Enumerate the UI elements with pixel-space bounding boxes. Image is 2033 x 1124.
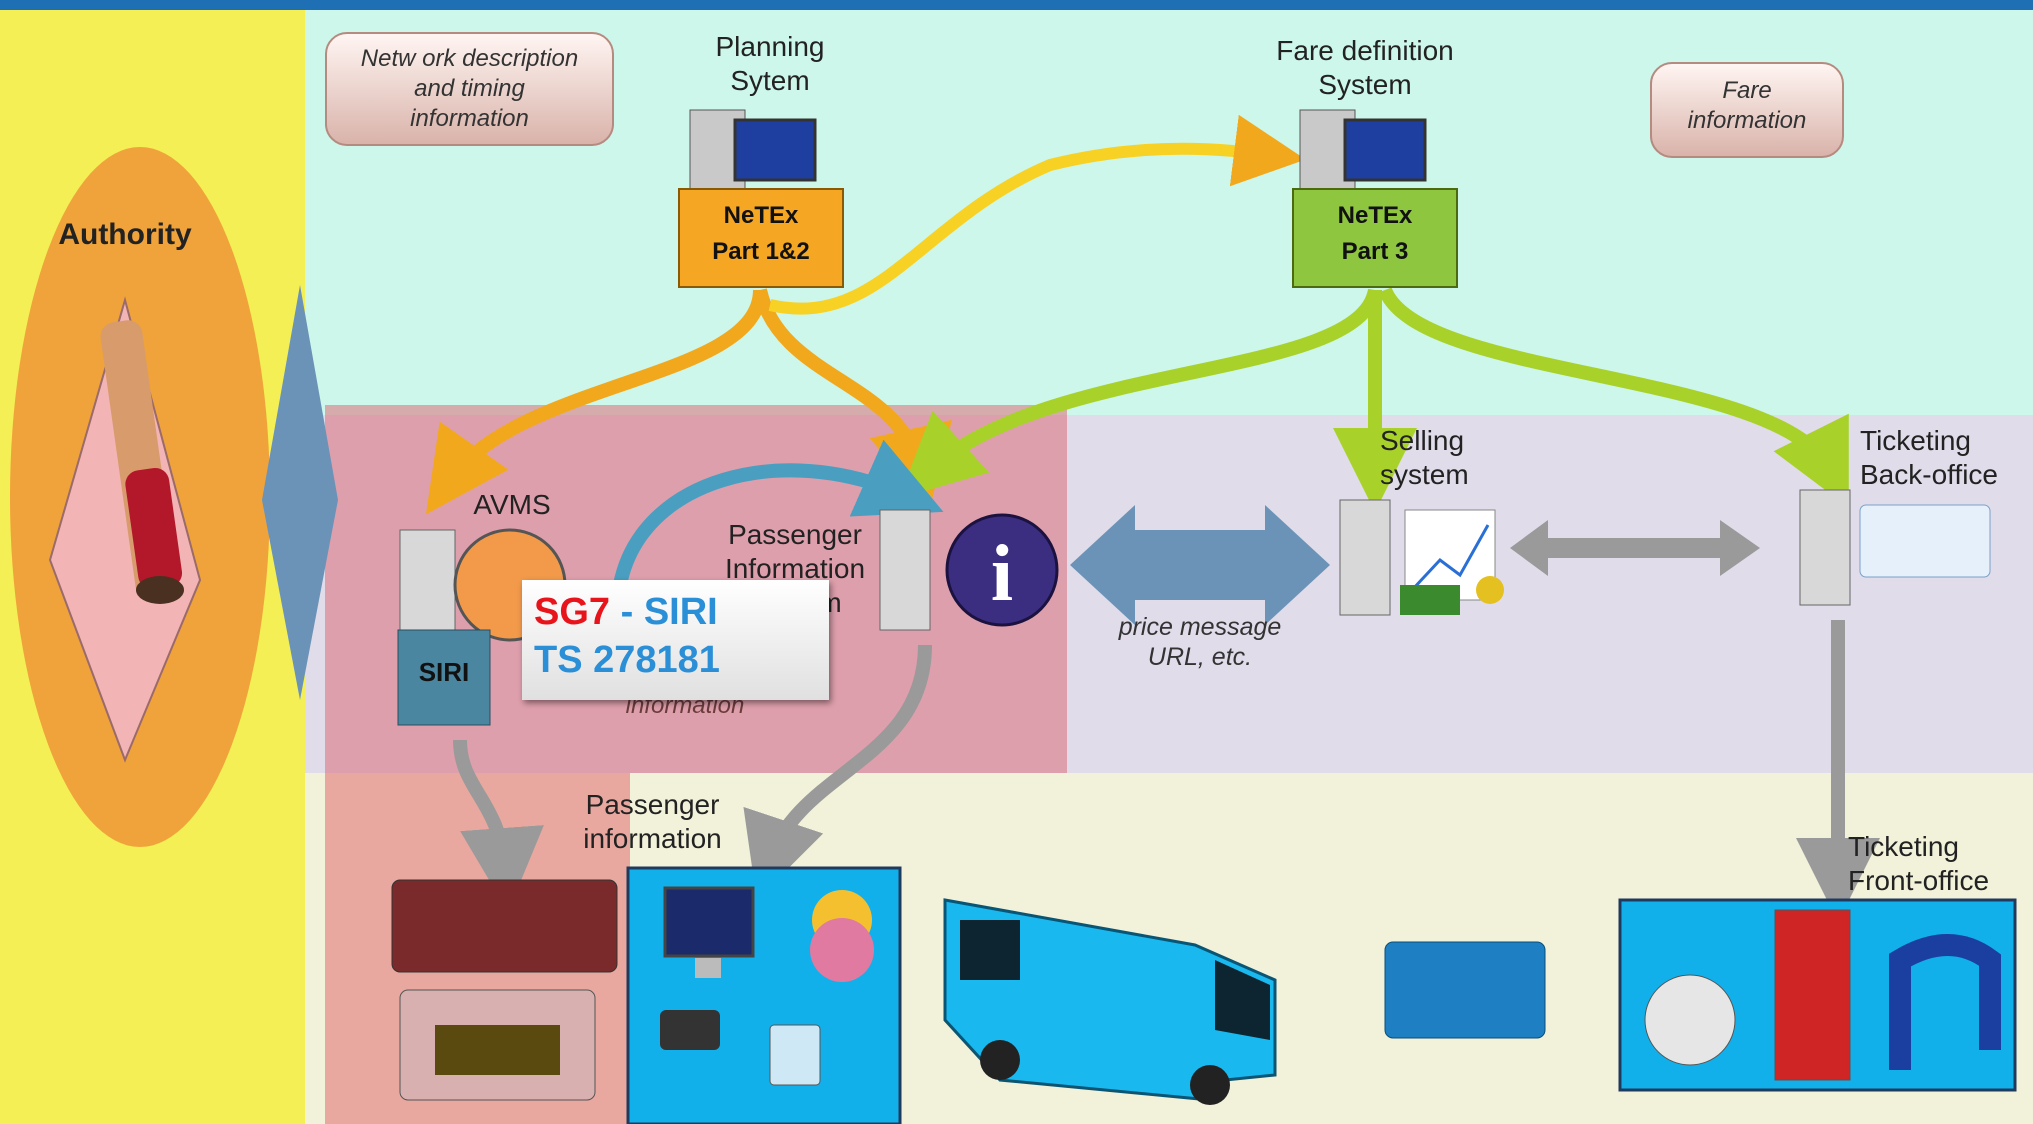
mobile-device-icon (660, 1010, 720, 1050)
ticketing-back-line2: Back-office (1860, 459, 1998, 490)
price-message-label: price message URL, etc. (1100, 612, 1300, 672)
ticketing-back-line1: Ticketing (1860, 425, 1972, 456)
authority-label: Authority (58, 218, 192, 251)
selling-line2: system (1380, 459, 1469, 490)
ticket-machine-icon (1774, 909, 1851, 1081)
planning-title-line2: Sytem (730, 65, 810, 96)
bus-icon (943, 898, 1277, 1105)
ticketing-server-icon (1799, 489, 1991, 606)
netex-part12-line2: Part 1&2 (712, 238, 810, 265)
netex-part12-box: NeTEx Part 1&2 (678, 188, 844, 288)
fare-title-line1: Fare definition (1276, 35, 1454, 66)
arrow-selling-ticketing (1510, 520, 1760, 576)
ticketing-front-line1: Ticketing (1848, 831, 1960, 862)
fare-information-bubble: Fare information (1650, 62, 1844, 158)
arrow-pis-selling (1070, 505, 1330, 625)
arrow-netex12-avms (425, 289, 767, 515)
network-description-bubble: Netw ork description and timing informat… (325, 32, 614, 146)
arrow-netex3-ticketing (1378, 286, 1849, 508)
pis-label-line2: Information (724, 553, 866, 584)
siri-block (397, 629, 491, 726)
smart-card-icon (1384, 941, 1546, 1039)
selling-system-label: Selling system (1380, 424, 1550, 492)
card-reader-icon (1644, 974, 1736, 1066)
arrow-netex12-pis (753, 288, 952, 511)
bubble-network-line2: and timing (414, 75, 525, 102)
arrow-pis-passenger (743, 644, 932, 900)
selling-server-icon (1339, 499, 1504, 616)
passenger-information-label: Passenger information (560, 788, 745, 856)
sg7-text: SG7 (534, 591, 611, 633)
ticketing-back-office-label: Ticketing Back-office (1860, 424, 2030, 492)
passenger-info-line2: information (583, 823, 722, 854)
header-bar (0, 0, 2033, 10)
netex-part3-line2: Part 3 (1341, 238, 1409, 265)
bubble-network-line1: Netw ork description (360, 45, 579, 72)
led-display-icon (391, 879, 618, 973)
planning-computer-icon (689, 109, 817, 191)
selling-line1: Selling (1380, 425, 1465, 456)
bubble-network-line3: information (410, 105, 529, 132)
arrow-siri-displays (453, 739, 544, 912)
fare-title-line2: System (1318, 69, 1412, 100)
arrow-avms-pis (613, 439, 944, 587)
scroll-icon (48, 296, 202, 763)
siri-standard-card: SG7 - SIRI TS 278181 (522, 580, 829, 700)
netex-part3-box: NeTEx Part 3 (1292, 188, 1458, 288)
ticketing-front-line2: Front-office (1848, 865, 1990, 896)
siri-block-label: SIRI (418, 657, 470, 687)
call-center-icon (810, 890, 874, 982)
info-icon (945, 513, 1059, 627)
fare-title: Fare definition System (1240, 34, 1490, 102)
bubble-fare-line2: information (1687, 107, 1807, 134)
netex-part3-line1: NeTEx (1337, 202, 1413, 229)
monitor-icon (663, 886, 755, 978)
fare-computer-icon (1299, 109, 1427, 191)
planning-title: Planning Sytem (670, 30, 870, 98)
tablet-icon (769, 1024, 821, 1086)
turnstile-icon (1889, 934, 2001, 1070)
price-message-line1: price message (1118, 613, 1282, 641)
arrow-netex12-fare (768, 114, 1306, 315)
bubble-fare-line1: Fare (1722, 77, 1772, 104)
ticketing-front-office-label: Ticketing Front-office (1848, 830, 2028, 898)
arrow-netex3-pis (899, 288, 1382, 499)
netex-part12-line1: NeTEx (723, 202, 799, 229)
passenger-info-line1: Passenger (585, 789, 720, 820)
info-glyph: i (991, 530, 1013, 618)
avms-label: AVMS (473, 489, 551, 520)
siri-card-line1: SG7 - SIRI (534, 588, 829, 636)
ts-number-text: TS 278181 (534, 639, 720, 681)
pis-label-line1: Passenger (728, 519, 862, 550)
authority-link-arrow (262, 285, 338, 700)
siri-text: - SIRI (610, 591, 718, 633)
pis-server-icon (879, 509, 931, 631)
planning-title-line1: Planning (715, 31, 825, 62)
price-message-line2: URL, etc. (1147, 643, 1253, 671)
